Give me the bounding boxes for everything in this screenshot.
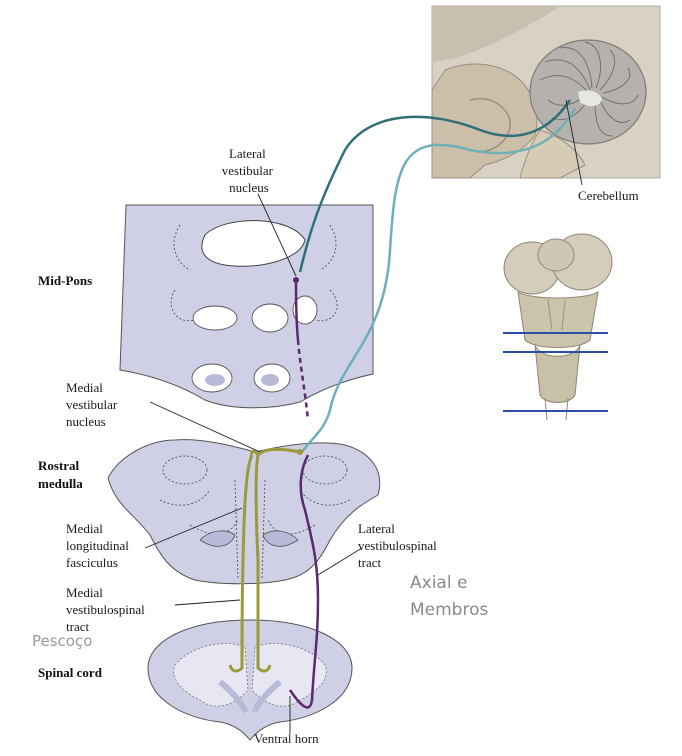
label-medial-vestibulospinal-tract-1: Medial <box>66 585 103 600</box>
mid-pons-section <box>119 204 374 409</box>
label-medial-vestibular-nucleus-2: vestibular <box>66 397 118 412</box>
svg-text:Axial e Membros: Axial e Membros <box>410 573 488 620</box>
svg-text:Medial vestibulospinal: Medial vestibulospinal tract <box>66 585 148 634</box>
label-lateral-vestibulospinal-tract-3: tract <box>358 555 381 570</box>
label-mlf-3: fasciculus <box>66 555 118 570</box>
label-medial-vestibular-nucleus-1: Medial <box>66 380 103 395</box>
label-medial-vestibular-nucleus-3: nucleus <box>66 414 106 429</box>
svg-text:Rostral medulla: Rostral medulla <box>38 458 83 491</box>
svg-text:Lateral vestibular nuc: Lateral vestibular nucleus <box>222 146 277 195</box>
label-lateral-vestibulospinal-tract-2: vestibulospinal <box>358 538 437 553</box>
label-ventral-horn: Ventral horn <box>254 731 319 746</box>
svg-text:Medial vestibular nucl: Medial vestibular nucleus <box>66 380 121 429</box>
medial-vestibulospinal-tract <box>254 447 301 673</box>
label-lateral-vestibular-nucleus-1: Lateral <box>229 146 266 161</box>
label-medial-vestibulospinal-tract-3: tract <box>66 619 89 634</box>
label-rostral-medulla-2: medulla <box>38 476 83 491</box>
label-mid-pons: Mid-Pons <box>38 273 92 288</box>
label-rostral-medulla-1: Rostral <box>38 458 80 473</box>
svg-text:Lateral vestibulospinal: Lateral vestibulospinal tract <box>358 521 440 570</box>
note-pescoco: Pescoço <box>32 632 92 650</box>
label-medial-vestibulospinal-tract-2: vestibulospinal <box>66 602 145 617</box>
label-lateral-vestibular-nucleus-3: nucleus <box>229 180 269 195</box>
label-lateral-vestibulospinal-tract-1: Lateral <box>358 521 395 536</box>
label-lateral-vestibular-nucleus-2: vestibular <box>222 163 274 178</box>
brainstem-level-figure <box>503 233 613 421</box>
note-axial-membros-2: Membros <box>410 600 488 620</box>
spinal-cord-section <box>147 619 353 741</box>
label-spinal-cord: Spinal cord <box>38 665 103 680</box>
label-cerebellum: Cerebellum <box>578 188 639 203</box>
note-axial-membros-1: Axial e <box>410 573 467 593</box>
cerebellar-pathway-dark <box>298 99 572 273</box>
lateral-vestibulospinal-tract <box>294 281 300 341</box>
label-mlf-2: longitudinal <box>66 538 129 553</box>
cerebellum-inset <box>431 5 661 179</box>
svg-text:Medial longitudinal fa: Medial longitudinal fasciculus <box>66 521 132 570</box>
cerebellar-pathway-light <box>300 107 577 453</box>
label-mlf-1: Medial <box>66 521 103 536</box>
